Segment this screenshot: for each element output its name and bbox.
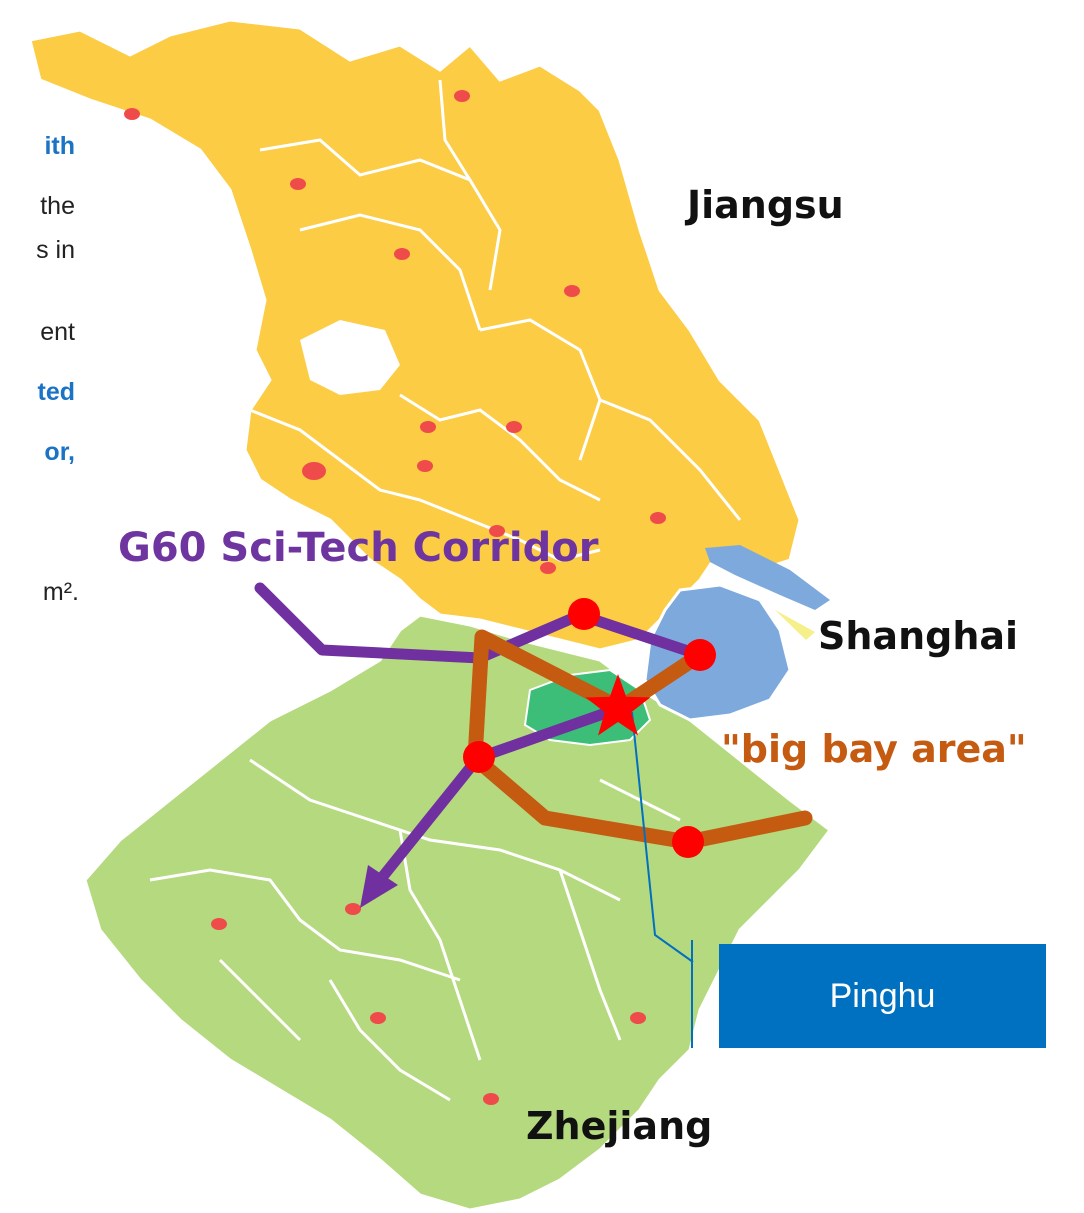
city-dot	[483, 1093, 499, 1105]
city-dot	[489, 525, 505, 537]
jiangsu-label: Jiangsu	[687, 183, 844, 227]
city-dot	[506, 421, 522, 433]
g60-corridor-line	[254, 582, 706, 886]
text-fragment-7: m².	[42, 578, 79, 606]
city-dot	[345, 903, 361, 915]
star-icon	[585, 674, 651, 736]
corridor-nodes	[463, 598, 716, 858]
pinghu-label: Pinghu	[829, 976, 936, 1015]
city-dot	[394, 248, 410, 260]
text-fragment-6: or,	[44, 438, 75, 466]
g60-arrow-icon	[360, 865, 398, 908]
city-dot	[211, 918, 227, 930]
city-dot	[417, 460, 433, 472]
text-fragment-5: ted	[37, 378, 76, 406]
city-dot	[124, 108, 140, 120]
zhejiang-region	[83, 613, 833, 1212]
jiangsu-borders	[249, 79, 742, 562]
chongming-island	[705, 545, 830, 610]
shanghai-region	[643, 583, 792, 722]
zhejiang-borders	[149, 758, 681, 1102]
city-dot	[650, 512, 666, 524]
bay-area-label: "big bay area"	[721, 727, 1027, 771]
city-dot	[540, 562, 556, 574]
city-dot	[630, 1012, 646, 1024]
city-dot	[302, 462, 326, 480]
red-circle-icon	[672, 826, 704, 858]
text-fragment-4: ent	[40, 318, 75, 346]
g60-label: G60 Sci-Tech Corridor	[118, 525, 599, 571]
red-circle-icon	[463, 741, 495, 773]
city-dots	[124, 90, 666, 1105]
city-dot	[564, 285, 580, 297]
jiangsu-region	[28, 18, 802, 652]
yellow-pointer	[775, 610, 815, 640]
pinghu-callout-line	[631, 711, 694, 963]
city-dot	[290, 178, 306, 190]
red-circle-icon	[684, 639, 716, 671]
shanghai-label: Shanghai	[818, 614, 1019, 658]
text-fragment-1: ith	[44, 132, 75, 160]
pinghu-label-box: Pinghu	[719, 944, 1046, 1048]
text-fragment-2: the	[40, 192, 75, 220]
red-circle-icon	[568, 598, 600, 630]
zhejiang-label: Zhejiang	[526, 1104, 713, 1148]
lake	[300, 320, 400, 395]
text-fragment-3: s in	[36, 236, 75, 264]
city-dot	[454, 90, 470, 102]
city-dot	[370, 1012, 386, 1024]
city-dot	[420, 421, 436, 433]
